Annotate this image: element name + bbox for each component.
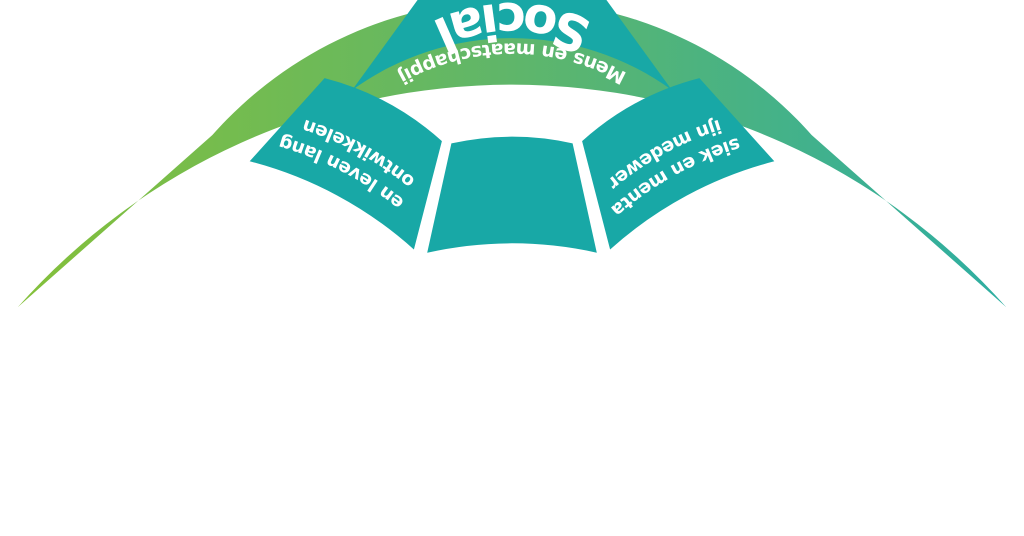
segment-welzijn — [582, 78, 775, 250]
segment-ontwikkelen — [249, 78, 442, 250]
community-network-icon — [471, 429, 524, 477]
outer-green-band — [17, 0, 1007, 308]
team-group-icon — [156, 309, 208, 353]
segment-betrokkenheid-label-line2: betrokkenheid — [436, 339, 588, 360]
person-celebrating-icon — [814, 300, 874, 366]
segment-betrokkenheid — [427, 136, 597, 253]
segment-betrokkenheid-label-line1: Lokale en sociale — [422, 309, 601, 330]
social-header-segment — [352, 0, 672, 91]
